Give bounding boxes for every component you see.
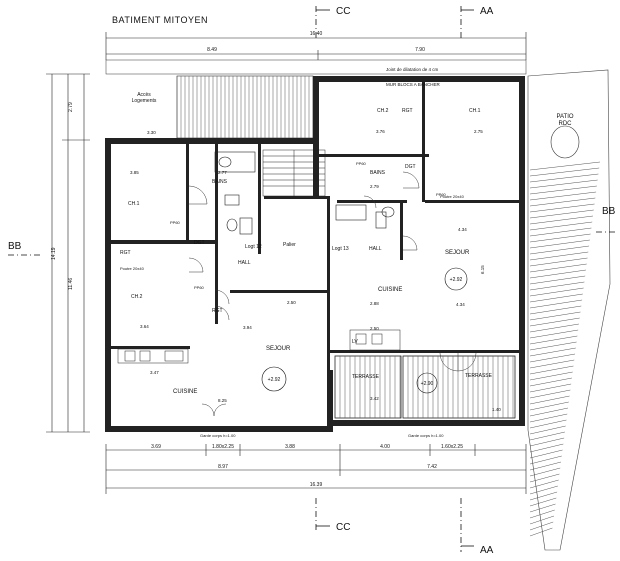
svg-text:3.94: 3.94 [243, 325, 252, 330]
svg-text:3.47: 3.47 [150, 370, 159, 375]
garde-corps-1: Garde corps h=1.00 [200, 433, 236, 438]
garde-corps-2: Garde corps h=1.00 [408, 433, 444, 438]
svg-text:3.69: 3.69 [151, 444, 161, 450]
svg-text:3.88: 3.88 [285, 444, 295, 450]
svg-text:11.46: 11.46 [68, 278, 74, 290]
plan-title: BATIMENT MITOYEN [112, 15, 208, 25]
svg-text:1.80x2.25: 1.80x2.25 [212, 444, 234, 450]
left-dimensions: 2.79 14.19 11.46 [46, 73, 90, 433]
section-cc-bottom: CC [315, 498, 350, 533]
svg-text:2.75: 2.75 [474, 129, 483, 134]
room-bains-12: BAINS [212, 179, 228, 185]
room-ch2-12: CH.2 [131, 294, 143, 300]
svg-text:RGT: RGT [120, 250, 131, 256]
svg-text:8.25: 8.25 [218, 398, 227, 403]
logt-13-label: Logt 13 [332, 246, 349, 252]
svg-text:BB: BB [8, 241, 22, 252]
terraces [334, 355, 516, 419]
room-dgt-13: DGT [405, 164, 416, 170]
outer-walls [105, 76, 525, 432]
svg-text:8.49: 8.49 [207, 47, 217, 53]
svg-text:3.76: 3.76 [376, 129, 385, 134]
room-cuisine-13: CUISINE [378, 287, 402, 293]
svg-text:4.00: 4.00 [380, 444, 390, 450]
svg-text:+2.90: +2.90 [421, 381, 434, 387]
palier-label: Palier [283, 242, 296, 248]
logt-12-labels: CH.1 CH.2 BAINS DGT HALL Logt 12 Palier … [120, 130, 296, 403]
staircase [262, 149, 326, 197]
bath-fixtures-right [335, 204, 395, 229]
interior-walls [105, 82, 520, 370]
room-ch1-12: CH.1 [128, 201, 140, 207]
room-ch1-13: CH.1 [469, 108, 481, 114]
svg-text:AA: AA [480, 6, 494, 17]
svg-text:TERRASSE: TERRASSE [465, 373, 493, 379]
logt-12-label: Logt 12 [245, 244, 262, 250]
svg-text:2.50: 2.50 [370, 326, 379, 331]
svg-text:1.60x2.25: 1.60x2.25 [441, 444, 463, 450]
terrace-labels: TERRASSE TERRASSE +2.90 3.42 1.40 [352, 372, 501, 412]
section-bb-left: BB [8, 241, 40, 256]
kitchen-fixtures [117, 329, 401, 364]
level-13: +2.92 [450, 277, 463, 283]
room-cuisine-12: CUISINE [173, 389, 197, 395]
svg-text:PP60: PP60 [170, 220, 181, 225]
svg-text:14.19: 14.19 [51, 247, 57, 260]
room-hall-13: HALL [369, 246, 382, 252]
section-bb-right: BB [596, 206, 618, 233]
svg-text:6.15: 6.15 [480, 265, 485, 274]
section-aa-bottom: AA [460, 498, 494, 556]
blocs-note: MUR BLOCS A BANCHER [386, 82, 441, 87]
room-dgt-12: DGT [194, 240, 205, 246]
svg-text:BB: BB [602, 206, 616, 217]
svg-text:PP60: PP60 [436, 192, 447, 197]
svg-text:16.39: 16.39 [310, 482, 323, 488]
svg-text:CC: CC [336, 6, 350, 17]
joint-note: Joint de dilatation de 4 cm [386, 67, 439, 72]
bath-fixtures-left [214, 151, 256, 235]
bottom-dimensions: 3.69 1.80x2.25 3.88 4.00 1.60x2.25 8.97 … [105, 444, 527, 494]
svg-text:8.97: 8.97 [218, 464, 228, 470]
svg-text:2.50: 2.50 [287, 300, 296, 305]
svg-text:CC: CC [336, 522, 350, 533]
room-bains-13: BAINS [370, 170, 386, 176]
svg-text:RGT: RGT [402, 108, 413, 114]
svg-text:3.64: 3.64 [140, 324, 149, 329]
svg-text:PP60: PP60 [194, 285, 205, 290]
top-dimensions: 16.40 8.49 7.90 [105, 31, 527, 60]
svg-text:3.85: 3.85 [130, 170, 139, 175]
poutre-note-2: Poutre 20x40 [440, 194, 465, 199]
room-sejour-12: SEJOUR [266, 346, 291, 352]
svg-text:2.79: 2.79 [68, 102, 74, 112]
svg-text:3.30: 3.30 [147, 130, 156, 135]
svg-text:4.34: 4.34 [456, 302, 465, 307]
room-sejour-13: SEJOUR [445, 250, 470, 256]
svg-text:LV: LV [352, 339, 358, 345]
room-hall-12: HALL [238, 260, 251, 266]
svg-text:1.40: 1.40 [492, 407, 501, 412]
poutre-note-1: Poutre 20x40 [120, 266, 145, 271]
svg-text:AA: AA [480, 545, 494, 556]
section-cc-top: CC [315, 6, 350, 38]
svg-text:2.79: 2.79 [370, 184, 379, 189]
svg-text:7.42: 7.42 [427, 464, 437, 470]
svg-text:TERRASSE: TERRASSE [352, 374, 380, 380]
svg-text:4.34: 4.34 [458, 227, 467, 232]
svg-text:3.42: 3.42 [370, 396, 379, 401]
svg-text:RGT: RGT [212, 308, 223, 314]
section-aa-top: AA [460, 6, 494, 38]
level-12: +2.92 [268, 377, 281, 383]
logt-13-labels: CH.2 CH.1 BAINS DGT HALL Logt 13 SEJOUR … [332, 108, 485, 345]
svg-text:2.88: 2.88 [370, 301, 379, 306]
svg-text:PP60: PP60 [356, 161, 367, 166]
svg-text:7.90: 7.90 [415, 47, 425, 53]
svg-text:2.77: 2.77 [218, 170, 227, 175]
svg-text:16.40: 16.40 [310, 31, 323, 37]
room-ch2-13: CH.2 [377, 108, 389, 114]
